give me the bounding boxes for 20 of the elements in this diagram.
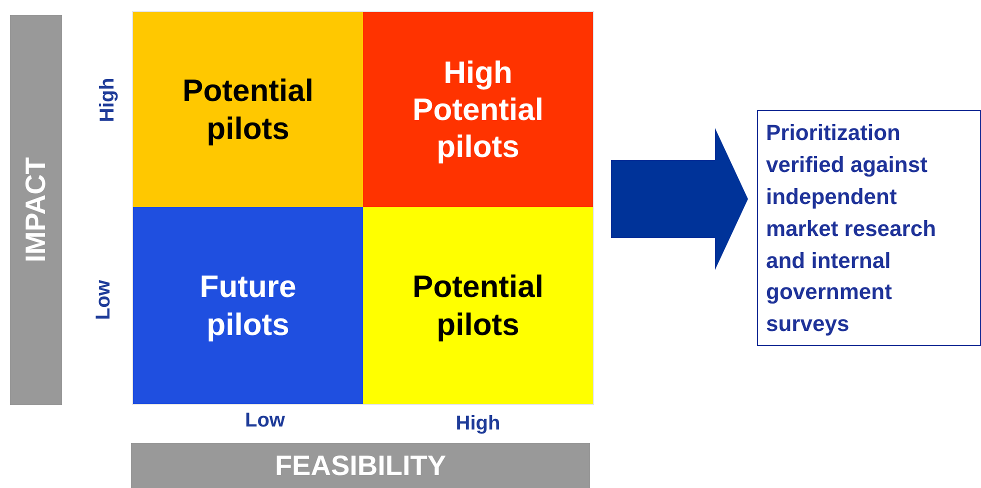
- axis-tick-label: High: [456, 412, 500, 436]
- quadrant-label: Potential pilots: [182, 72, 314, 147]
- matrix-quadrant: [133, 12, 363, 207]
- priority-matrix: [133, 12, 593, 404]
- axis-title-bar: [131, 443, 590, 488]
- quadrant-label: Potential pilots: [412, 268, 544, 343]
- note-text: Prioritization verified against independent market research and internal government surveys: [766, 119, 938, 338]
- block-arrow: [611, 128, 748, 270]
- axis-tick-label: Low: [92, 280, 116, 320]
- axis-tick-label: Low: [245, 410, 285, 432]
- axis-title: IMPACT: [19, 157, 52, 263]
- quadrant-label: Future pilots: [198, 268, 298, 343]
- axis-tick-label: High: [96, 78, 120, 122]
- quadrant-label: High Potential pilots: [412, 54, 544, 166]
- axis-title: FEASIBILITY: [274, 448, 446, 482]
- matrix-quadrant: [133, 207, 363, 404]
- matrix-quadrant: [363, 207, 593, 404]
- matrix-quadrant: [363, 12, 593, 207]
- axis-title-bar: [10, 15, 62, 405]
- note-box: [757, 110, 981, 346]
